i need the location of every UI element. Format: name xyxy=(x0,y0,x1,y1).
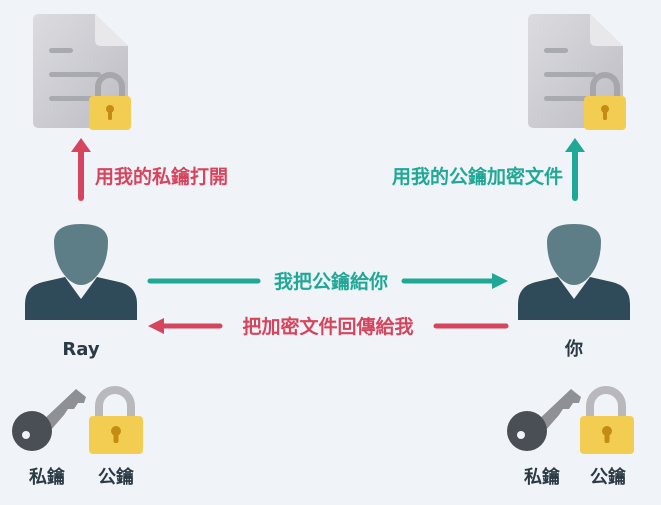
open-arrow xyxy=(71,138,91,201)
open-label: 用我的私鑰打開 xyxy=(95,165,228,188)
right-person-name: 你 xyxy=(564,338,583,360)
encrypt-arrow xyxy=(565,138,585,201)
send-key-label: 我把公鑰給你 xyxy=(274,270,388,293)
left-public-key-label: 公鑰 xyxy=(98,466,134,488)
right-public-key-lock-icon xyxy=(580,390,634,454)
left-document-icon xyxy=(33,14,131,130)
right-private-key-icon xyxy=(507,389,581,451)
encrypt-label: 用我的公鑰加密文件 xyxy=(392,165,563,188)
right-document-icon xyxy=(528,14,626,130)
send-key-arrow xyxy=(147,273,508,289)
left-person-icon xyxy=(25,224,137,320)
return-file-arrow xyxy=(148,318,509,334)
left-private-key-label: 私鑰 xyxy=(29,466,65,488)
right-private-key-label: 私鑰 xyxy=(524,466,560,488)
return-file-label: 把加密文件回傳給我 xyxy=(242,315,413,338)
right-person-icon xyxy=(518,224,630,320)
left-private-key-icon xyxy=(12,389,86,451)
right-public-key-label: 公鑰 xyxy=(590,466,626,488)
left-public-key-lock-icon xyxy=(89,390,143,454)
left-person-name: Ray xyxy=(62,339,99,360)
